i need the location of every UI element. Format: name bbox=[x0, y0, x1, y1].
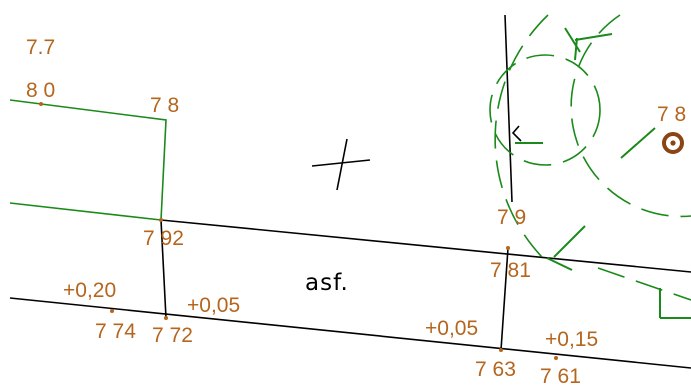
elevation-label: 7 92 bbox=[143, 227, 184, 250]
elevation-label: 7 74 bbox=[95, 320, 136, 343]
offset-label: +0,15 bbox=[545, 328, 598, 351]
vertical-survey-line bbox=[504, 14, 513, 203]
elevation-label: 7 63 bbox=[475, 358, 516, 381]
elevation-label: 7.7 bbox=[26, 36, 55, 59]
offset-label: +0,05 bbox=[187, 294, 240, 317]
tree-symbol-strokes bbox=[515, 27, 691, 319]
tree-canopies bbox=[489, 14, 691, 301]
survey-point-icon bbox=[662, 132, 684, 154]
arrow-tick bbox=[511, 125, 522, 142]
elevation-label: 7 9 bbox=[497, 206, 526, 229]
elevation-label: 7 61 bbox=[540, 365, 581, 388]
road-edges bbox=[9, 14, 691, 369]
elevation-label: 7 8 bbox=[657, 103, 686, 126]
offset-label: +0,20 bbox=[63, 279, 116, 302]
canopy-small bbox=[489, 54, 601, 166]
boundary-lines bbox=[9, 99, 167, 221]
cross-section-left bbox=[160, 219, 167, 319]
offset-label: +0,05 bbox=[425, 317, 478, 340]
cross-section-right bbox=[500, 247, 509, 351]
elevation-label: 7 72 bbox=[152, 324, 193, 347]
canopy-inner bbox=[570, 14, 691, 218]
elevation-label: 8 0 bbox=[26, 79, 55, 102]
surface-annotation: asf. bbox=[305, 270, 349, 296]
cross-marker-icon bbox=[311, 138, 371, 191]
elevation-labels: 7.7 8 0 7 8 7 8 7 9 7 92 7 81 +0,20 +0,0… bbox=[26, 36, 686, 388]
road-edge-lower bbox=[9, 297, 691, 369]
boundary-parcel-lower bbox=[9, 202, 162, 221]
elevation-label: 7 81 bbox=[490, 259, 531, 282]
elevation-label: 7 8 bbox=[150, 94, 179, 117]
road-edge-upper bbox=[160, 219, 691, 273]
boundary-parcel-upper bbox=[9, 99, 167, 221]
canopy-outer bbox=[494, 14, 551, 266]
canopy-outer-right bbox=[597, 267, 691, 301]
point-dots bbox=[39, 102, 558, 360]
